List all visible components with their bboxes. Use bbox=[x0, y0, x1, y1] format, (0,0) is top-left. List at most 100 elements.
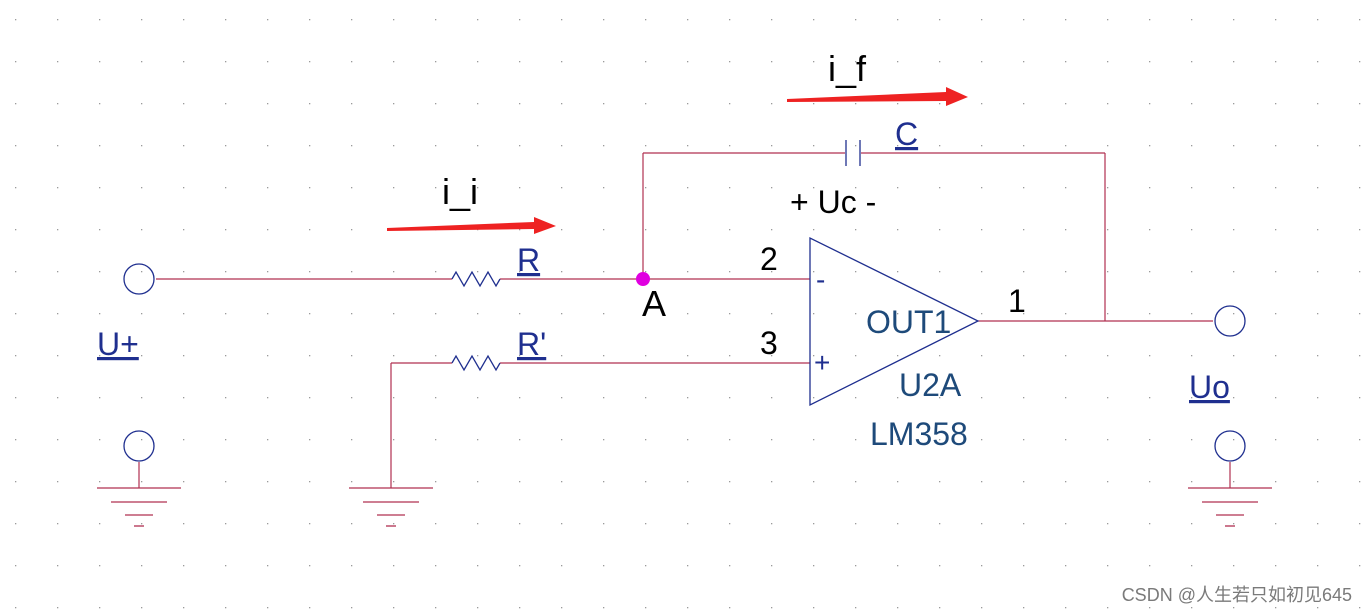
grid-dot bbox=[1065, 229, 1067, 231]
grid-dot bbox=[855, 565, 857, 567]
grid-dot bbox=[1107, 187, 1109, 189]
wires bbox=[138, 152, 1231, 488]
grid-dot bbox=[183, 523, 185, 525]
grid-dot bbox=[855, 187, 857, 189]
grid-dot bbox=[99, 271, 101, 273]
grid-dot bbox=[435, 19, 437, 21]
grid-dot bbox=[477, 271, 479, 273]
grid-dot bbox=[183, 565, 185, 567]
grid-dot bbox=[57, 607, 59, 609]
grid-dot bbox=[1107, 61, 1109, 63]
grid-dot bbox=[1149, 271, 1151, 273]
grid-dot bbox=[1317, 607, 1319, 609]
grid-dot bbox=[519, 61, 521, 63]
grid-dot bbox=[813, 397, 815, 399]
grid-dot bbox=[981, 439, 983, 441]
grid-dot bbox=[15, 103, 17, 105]
grid-dot bbox=[687, 565, 689, 567]
grid-dot bbox=[687, 439, 689, 441]
grid-dot bbox=[897, 565, 899, 567]
grid-dot bbox=[939, 439, 941, 441]
grid-dot bbox=[57, 481, 59, 483]
grid-dot bbox=[1023, 439, 1025, 441]
grid-dot bbox=[15, 229, 17, 231]
grid-dot bbox=[15, 187, 17, 189]
grid-dot bbox=[309, 355, 311, 357]
grid-dot bbox=[477, 397, 479, 399]
grid-dot bbox=[939, 397, 941, 399]
grid-dot bbox=[183, 271, 185, 273]
grid-dot bbox=[225, 481, 227, 483]
grid-dot bbox=[183, 355, 185, 357]
grid-dot bbox=[981, 271, 983, 273]
grid-dot bbox=[981, 19, 983, 21]
grid-dot bbox=[897, 355, 899, 357]
grid-dot bbox=[183, 397, 185, 399]
grid-dot bbox=[939, 229, 941, 231]
grid-dot bbox=[1149, 523, 1151, 525]
grid-dot bbox=[1149, 607, 1151, 609]
grid-dot bbox=[561, 397, 563, 399]
grid-dot bbox=[309, 397, 311, 399]
grid-dot bbox=[1023, 313, 1025, 315]
grid-dot bbox=[309, 565, 311, 567]
grid-dot bbox=[141, 187, 143, 189]
grid-dot bbox=[897, 145, 899, 147]
grid-dot bbox=[1065, 271, 1067, 273]
grid-dot bbox=[435, 313, 437, 315]
grid-dot bbox=[1233, 481, 1235, 483]
grid-dot bbox=[1107, 313, 1109, 315]
grid-dot bbox=[1107, 397, 1109, 399]
input-ground-circle bbox=[123, 430, 155, 462]
grid-dot bbox=[981, 103, 983, 105]
grid-dot bbox=[267, 145, 269, 147]
grid-dot bbox=[519, 103, 521, 105]
grid-dot bbox=[1359, 481, 1361, 483]
grid-dot bbox=[897, 19, 899, 21]
grid-dot bbox=[141, 481, 143, 483]
grid-dot bbox=[477, 145, 479, 147]
grid-dot bbox=[519, 19, 521, 21]
grid-dot bbox=[729, 271, 731, 273]
grid-dot bbox=[729, 313, 731, 315]
grid-dot bbox=[1233, 439, 1235, 441]
grid-dot bbox=[1359, 61, 1361, 63]
grid-dot bbox=[687, 19, 689, 21]
grid-dot bbox=[1065, 355, 1067, 357]
grid-dot bbox=[267, 229, 269, 231]
grid-dot bbox=[183, 145, 185, 147]
grid-dot bbox=[897, 271, 899, 273]
grid-dot bbox=[1065, 145, 1067, 147]
grid-dot bbox=[1359, 397, 1361, 399]
grid-dot bbox=[1275, 229, 1277, 231]
grid-dot bbox=[813, 187, 815, 189]
grid-dot bbox=[393, 19, 395, 21]
grid-dot bbox=[855, 607, 857, 609]
grid-dot bbox=[1065, 481, 1067, 483]
grid-dot bbox=[1275, 19, 1277, 21]
grid-dot bbox=[729, 187, 731, 189]
grid-dot bbox=[57, 187, 59, 189]
resistor-r bbox=[451, 270, 501, 288]
grid-dot bbox=[687, 103, 689, 105]
grid-dot bbox=[981, 187, 983, 189]
grid-dot bbox=[771, 229, 773, 231]
label-voltage-uc: + Uc - bbox=[790, 184, 876, 220]
grid-dot bbox=[561, 607, 563, 609]
grid-dot bbox=[897, 103, 899, 105]
grid-dot bbox=[687, 481, 689, 483]
grid-dot bbox=[57, 439, 59, 441]
label-resistor-r-prime: R' bbox=[517, 326, 546, 362]
grid-dot bbox=[645, 565, 647, 567]
current-arrow-if bbox=[787, 87, 968, 106]
grid-dot bbox=[981, 229, 983, 231]
grid-dot bbox=[309, 481, 311, 483]
grid-dot bbox=[225, 187, 227, 189]
grid-dot bbox=[351, 313, 353, 315]
grid-dot bbox=[687, 523, 689, 525]
grid-dot bbox=[225, 313, 227, 315]
grid-dot bbox=[99, 397, 101, 399]
grid-dot bbox=[141, 19, 143, 21]
grid-dot bbox=[1275, 439, 1277, 441]
grid-dot bbox=[225, 523, 227, 525]
